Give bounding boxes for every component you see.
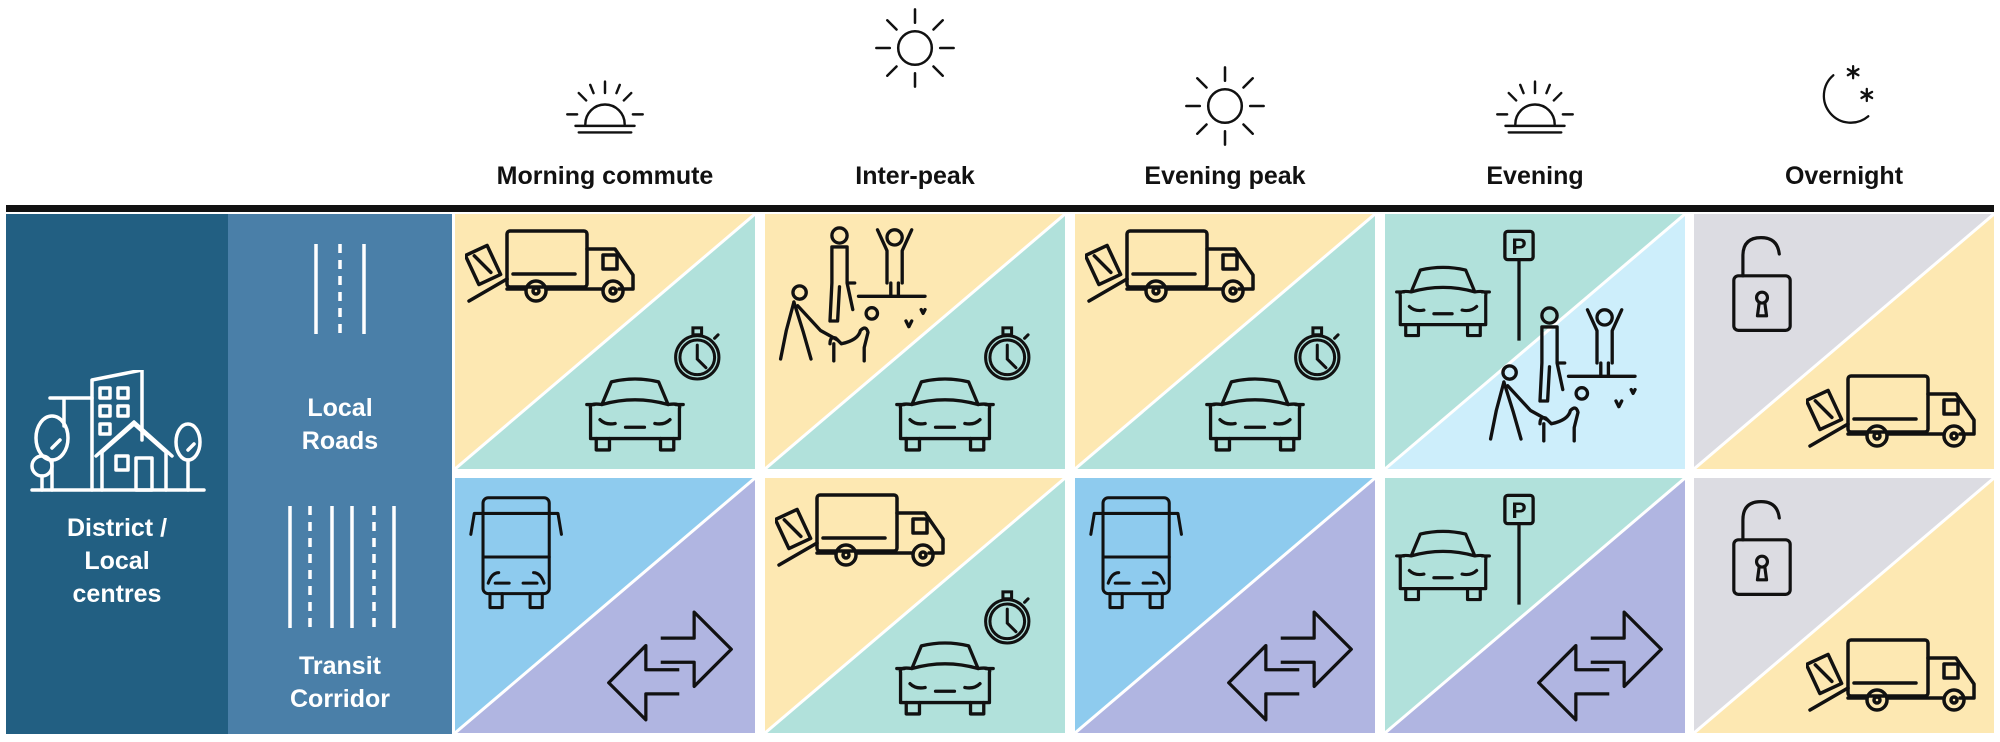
diagonal-divider <box>455 214 755 469</box>
road-row-label-transit: Transit Corridor <box>228 650 452 716</box>
sunrise-icon <box>1496 80 1574 134</box>
row-label-line2: Corridor <box>290 685 390 713</box>
diagonal-divider <box>1075 214 1375 469</box>
header-divider <box>6 205 1994 212</box>
period-heading: Evening peak <box>1144 162 1306 190</box>
row-label-line2: Roads <box>301 427 379 455</box>
diagonal-divider <box>455 478 755 733</box>
sun-icon <box>875 8 955 88</box>
row-label-line1: Transit <box>299 652 381 680</box>
period-heading: Morning commute <box>496 162 714 190</box>
grid-cell <box>1694 478 1994 733</box>
period-heading: Inter-peak <box>855 162 975 190</box>
grid-cell <box>455 478 755 733</box>
row-label-line1: Local <box>307 394 373 422</box>
sun-icon <box>1185 66 1265 146</box>
transit-corridor-lanes-icon <box>288 506 396 628</box>
area-label-line1: District / <box>66 514 168 542</box>
road-row-label-local: Local Roads <box>228 392 452 458</box>
diagonal-divider <box>765 214 1065 469</box>
diagonal-divider <box>1385 214 1685 469</box>
grid-cell <box>1075 214 1375 469</box>
period-heading: Overnight <box>1784 162 1904 190</box>
diagonal-divider <box>1694 214 1994 469</box>
grid-cell <box>455 214 755 469</box>
diagonal-divider <box>765 478 1065 733</box>
area-label-line3: centres <box>72 580 162 608</box>
road-type-panel: Local Roads Transit Corridor <box>228 214 452 734</box>
period-heading: Evening <box>1486 162 1584 190</box>
sunrise-icon <box>566 80 644 134</box>
local-road-lanes-icon <box>314 244 366 334</box>
grid-cell <box>765 214 1065 469</box>
diagonal-divider <box>1694 478 1994 733</box>
grid-cell <box>765 478 1065 733</box>
grid-cell <box>1385 478 1685 733</box>
grid-cell <box>1385 214 1685 469</box>
area-label-line2: Local <box>84 547 150 575</box>
moon-icon <box>1822 64 1874 124</box>
diagonal-divider <box>1075 478 1375 733</box>
city-buildings-icon <box>30 370 206 492</box>
diagonal-divider <box>1385 478 1685 733</box>
grid-cell <box>1075 478 1375 733</box>
area-type-panel: District / Local centres <box>6 214 228 734</box>
grid-cell <box>1694 214 1994 469</box>
